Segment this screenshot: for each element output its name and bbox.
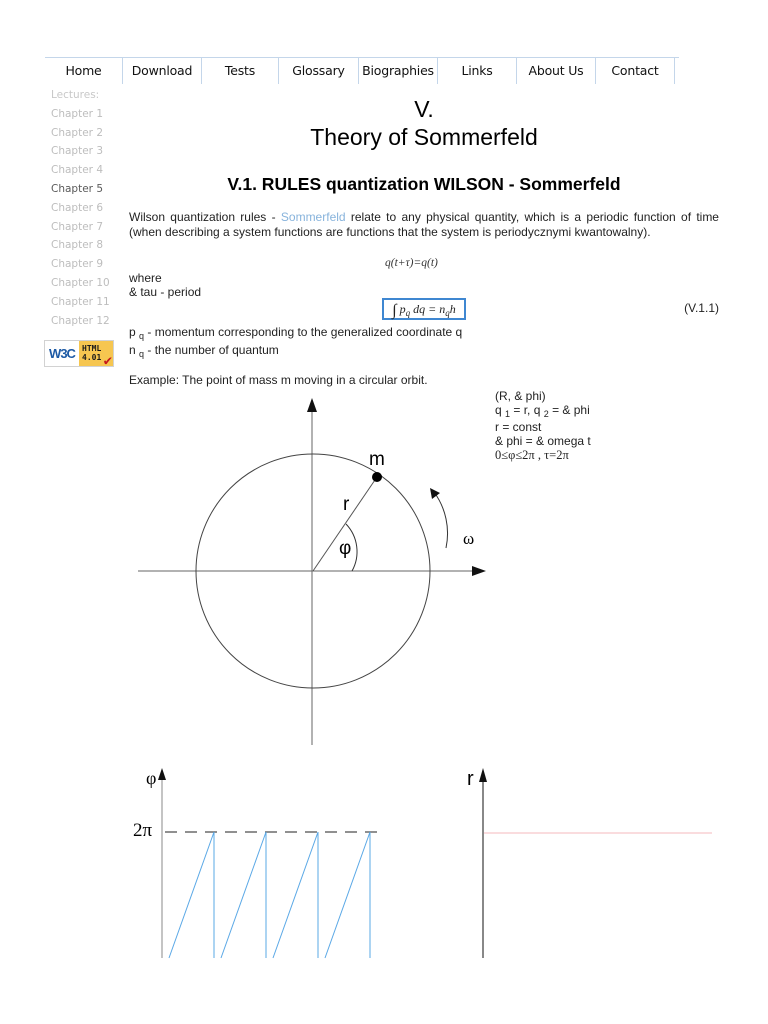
two-pi-label: 2π bbox=[133, 820, 153, 841]
sidebar-item-chapter-1[interactable]: Chapter 1 bbox=[51, 107, 103, 120]
pq-text: - momentum corresponding to the generali… bbox=[144, 325, 463, 339]
eq-mid: dq = n bbox=[410, 302, 446, 316]
integral-symbol: ∫ bbox=[392, 302, 397, 319]
orbit-notes: (R, & phi) q 1 = r, q 2 = & phi r = cons… bbox=[495, 389, 591, 463]
sommerfeld-link[interactable]: Sommerfeld bbox=[280, 210, 346, 224]
badge-line-version: 4.01 bbox=[82, 353, 102, 362]
intro-text-end: relate to any physical quantity, which i… bbox=[129, 210, 719, 239]
r-axis-label: r bbox=[467, 768, 474, 790]
equation-number: (V.1.1) bbox=[684, 301, 719, 315]
n2b: = r, q bbox=[510, 402, 544, 417]
tau-definition: & tau - period bbox=[129, 285, 202, 299]
nq-var: n bbox=[129, 343, 136, 357]
intro-paragraph: Wilson quantization rules - Sommerfeld r… bbox=[129, 210, 719, 240]
nav-tab-about-us[interactable]: About Us bbox=[517, 58, 596, 84]
sidebar: Lectures: Chapter 1 Chapter 2 Chapter 3 Cha… bbox=[51, 86, 121, 330]
nav-tab-tests[interactable]: Tests bbox=[202, 58, 279, 84]
sidebar-item-chapter-12[interactable]: Chapter 12 bbox=[51, 314, 110, 327]
sidebar-item-chapter-6[interactable]: Chapter 6 bbox=[51, 201, 103, 214]
nav-tab-download[interactable]: Download bbox=[123, 58, 202, 84]
badge-line-html: HTML bbox=[82, 344, 102, 353]
sidebar-item-chapter-4[interactable]: Chapter 4 bbox=[51, 164, 103, 177]
n2c: = & phi bbox=[548, 402, 590, 417]
angle-label: φ bbox=[339, 538, 352, 559]
intro-text-start: Wilson quantization rules - bbox=[129, 210, 281, 224]
nav-tab-contact[interactable]: Contact bbox=[596, 58, 675, 84]
nav-tab-glossary[interactable]: Glossary bbox=[279, 58, 359, 84]
note-r-const: r = const bbox=[495, 420, 542, 434]
n2s1: 1 bbox=[505, 408, 511, 419]
eq-sub-q: q bbox=[405, 308, 411, 318]
nq-sub: q bbox=[139, 349, 145, 359]
example-text: Example: The point of mass m moving in a… bbox=[129, 373, 428, 387]
pq-var: p bbox=[129, 325, 136, 339]
eq-sub-q2: q bbox=[445, 308, 450, 318]
nav-tab-biographies[interactable]: Biographies bbox=[359, 58, 438, 84]
nav-tab-links[interactable]: Links bbox=[438, 58, 517, 84]
nq-definition: n q - the number of quantum bbox=[129, 343, 279, 361]
sidebar-item-chapter-5[interactable]: Chapter 5 bbox=[51, 182, 103, 195]
omega-label: ω bbox=[463, 529, 475, 548]
chapter-title: Theory of Sommerfeld bbox=[310, 124, 538, 150]
note-coordinates: (R, & phi) bbox=[495, 389, 546, 403]
quantization-rule-equation: ∫ pq dq = nqh bbox=[382, 298, 466, 320]
note-generalized-coords: q 1 = r, q 2 = & phi bbox=[495, 402, 591, 422]
sidebar-item-chapter-8[interactable]: Chapter 8 bbox=[51, 239, 103, 252]
n2a: q bbox=[495, 402, 506, 417]
mass-label: m bbox=[369, 449, 385, 470]
pq-definition: p q - momentum corresponding to the gene… bbox=[129, 325, 462, 343]
sidebar-heading-lectures: Lectures: bbox=[51, 89, 100, 101]
html-version-label: HTML 4.01 ✔ bbox=[79, 341, 113, 369]
eq-h: h bbox=[449, 302, 456, 316]
note-range: 0≤φ≤2π , τ=2π bbox=[495, 448, 569, 462]
w3c-html-validator-badge[interactable]: W3C HTML 4.01 ✔ bbox=[44, 340, 114, 369]
nav-tab-home[interactable]: Home bbox=[45, 58, 123, 84]
sidebar-item-chapter-2[interactable]: Chapter 2 bbox=[51, 126, 103, 139]
checkmark-icon: ✔ bbox=[103, 353, 112, 369]
w3c-logo: W3C bbox=[45, 341, 79, 366]
sidebar-item-chapter-3[interactable]: Chapter 3 bbox=[51, 145, 103, 158]
where-label: where bbox=[129, 271, 162, 285]
nq-text: - the number of quantum bbox=[144, 343, 279, 357]
eq-p: p bbox=[399, 302, 406, 316]
chapter-number: V. bbox=[414, 96, 434, 122]
phi-axis-label: φ bbox=[146, 768, 157, 788]
section-title: V.1. RULES quantization WILSON - Sommerf… bbox=[227, 174, 621, 194]
n2s2: 2 bbox=[543, 408, 549, 419]
radius-label: r bbox=[343, 494, 350, 515]
periodicity-equation: q(t+τ)=q(t) bbox=[385, 257, 438, 269]
sidebar-item-chapter-7[interactable]: Chapter 7 bbox=[51, 220, 103, 233]
note-phi-omega: & phi = & omega t bbox=[495, 433, 591, 448]
pq-sub: q bbox=[139, 331, 145, 341]
sidebar-item-chapter-10[interactable]: Chapter 10 bbox=[51, 276, 110, 289]
sidebar-item-chapter-9[interactable]: Chapter 9 bbox=[51, 258, 103, 271]
sidebar-item-chapter-11[interactable]: Chapter 11 bbox=[51, 295, 110, 308]
